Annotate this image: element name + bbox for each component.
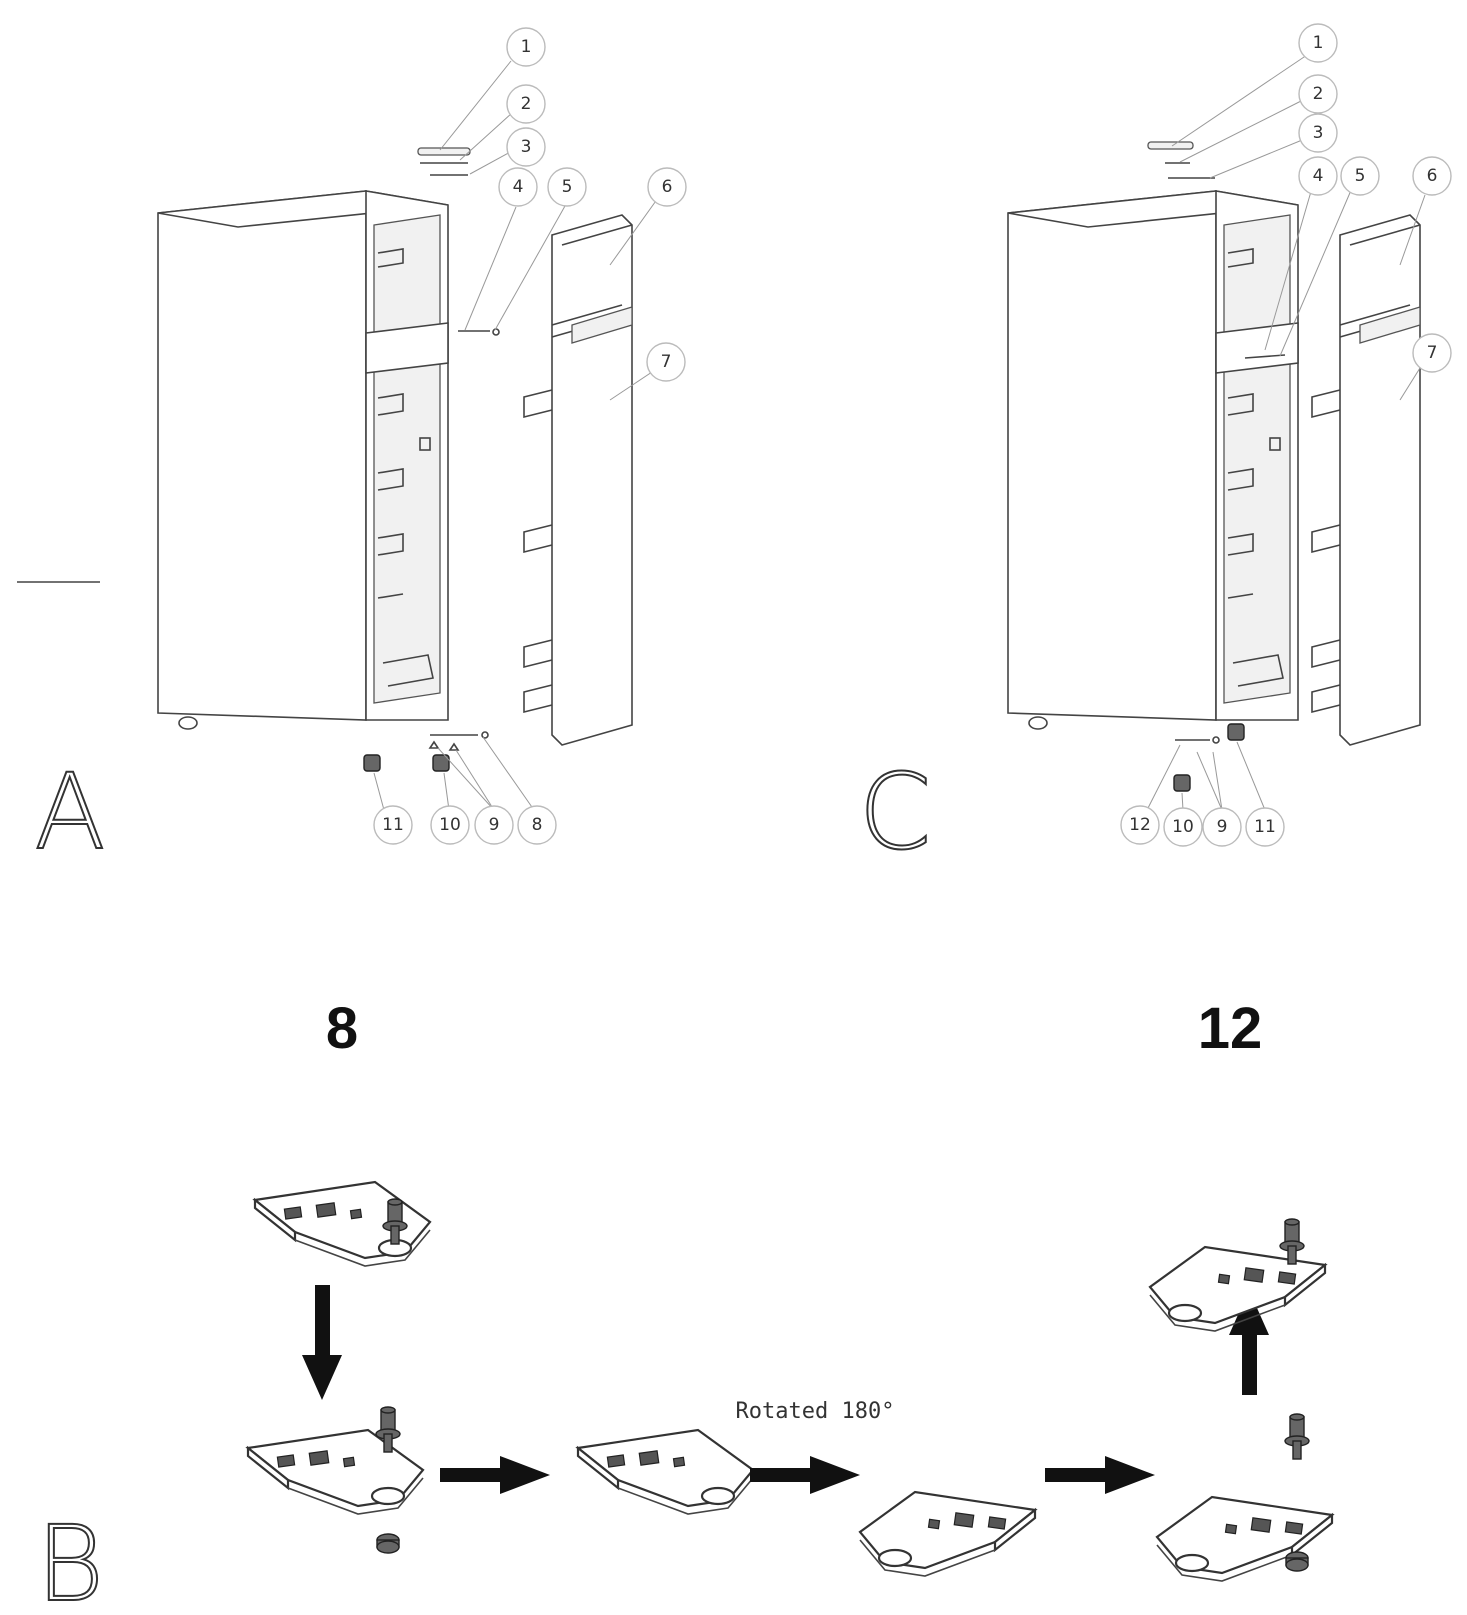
svg-text:3: 3 bbox=[1313, 123, 1324, 143]
top-parts-c bbox=[1147, 141, 1286, 792]
down-arrow bbox=[302, 1285, 342, 1400]
callout-c-6: 6 bbox=[1412, 156, 1452, 196]
figure-label-b: B bbox=[36, 1503, 104, 1615]
callout-a-2: 2 bbox=[506, 84, 546, 124]
svg-text:12: 12 bbox=[1129, 815, 1151, 835]
callout-a-7: 7 bbox=[646, 342, 686, 382]
svg-text:11: 11 bbox=[1254, 817, 1276, 837]
svg-text:6: 6 bbox=[1427, 166, 1438, 186]
hinge-pin-reinserted bbox=[1284, 1413, 1310, 1460]
diagram-a: 1 2 3 4 5 6 7 11 10 9 8 A bbox=[33, 27, 687, 874]
up-arrow bbox=[1229, 1290, 1269, 1395]
svg-text:11: 11 bbox=[382, 815, 404, 835]
callout-c-7: 7 bbox=[1412, 333, 1452, 373]
part-number-left: 8 bbox=[326, 996, 358, 1061]
fridge-door-c bbox=[1311, 214, 1421, 746]
hinge-original bbox=[253, 1180, 432, 1268]
svg-text:9: 9 bbox=[489, 815, 500, 835]
callout-a-4: 4 bbox=[498, 167, 538, 207]
fridge-body-c bbox=[1007, 190, 1299, 730]
svg-text:2: 2 bbox=[1313, 84, 1324, 104]
svg-text:2: 2 bbox=[521, 94, 532, 114]
hinge-nut bbox=[1285, 1551, 1309, 1572]
callout-c-3: 3 bbox=[1298, 113, 1338, 153]
svg-text:10: 10 bbox=[439, 815, 461, 835]
callout-c-1: 1 bbox=[1298, 23, 1338, 63]
svg-text:4: 4 bbox=[513, 177, 524, 197]
top-parts-a bbox=[363, 147, 500, 772]
callout-a-3: 3 bbox=[506, 127, 546, 167]
svg-text:9: 9 bbox=[1217, 817, 1228, 837]
svg-text:6: 6 bbox=[662, 177, 673, 197]
figure-label-a: A bbox=[34, 751, 105, 873]
svg-text:7: 7 bbox=[1427, 343, 1438, 363]
svg-text:10: 10 bbox=[1172, 817, 1194, 837]
hinge-pin-removed bbox=[246, 1406, 425, 1554]
callout-a-5: 5 bbox=[547, 167, 587, 207]
fridge-door-a bbox=[523, 214, 633, 746]
svg-text:1: 1 bbox=[1313, 33, 1324, 53]
callout-a-10: 10 bbox=[430, 805, 470, 845]
diagram-c: 1 2 3 4 5 6 7 12 10 9 11 C bbox=[858, 23, 1452, 874]
right-arrow-2 bbox=[750, 1456, 860, 1494]
callout-c-5: 5 bbox=[1340, 156, 1380, 196]
callout-c-12: 12 bbox=[1120, 805, 1160, 845]
callout-a-6: 6 bbox=[647, 167, 687, 207]
svg-text:1: 1 bbox=[521, 37, 532, 57]
part-number-right: 12 bbox=[1198, 996, 1263, 1061]
callout-a-9: 9 bbox=[474, 805, 514, 845]
diagram-b: Rotated 180° B bbox=[35, 1180, 1334, 1615]
hinge-final-pin bbox=[1279, 1218, 1305, 1265]
svg-text:7: 7 bbox=[661, 352, 672, 372]
right-arrow-1 bbox=[440, 1456, 550, 1494]
svg-text:5: 5 bbox=[562, 177, 573, 197]
callout-a-1: 1 bbox=[506, 27, 546, 67]
figure-label-c: C bbox=[859, 751, 932, 873]
callout-a-8: 8 bbox=[517, 805, 557, 845]
hinge-bare bbox=[576, 1428, 755, 1516]
callout-c-10: 10 bbox=[1163, 807, 1203, 847]
callout-c-2: 2 bbox=[1298, 74, 1338, 114]
svg-text:5: 5 bbox=[1355, 166, 1366, 186]
callout-c-4: 4 bbox=[1298, 156, 1338, 196]
hinge-rotated bbox=[858, 1490, 1037, 1578]
svg-text:8: 8 bbox=[532, 815, 543, 835]
svg-text:4: 4 bbox=[1313, 166, 1324, 186]
fridge-body-a bbox=[157, 190, 449, 730]
callout-c-11: 11 bbox=[1245, 807, 1285, 847]
svg-text:3: 3 bbox=[521, 137, 532, 157]
right-arrow-3 bbox=[1045, 1456, 1155, 1494]
callout-a-11: 11 bbox=[373, 805, 413, 845]
callout-c-9: 9 bbox=[1202, 807, 1242, 847]
rotation-label: Rotated 180° bbox=[736, 1399, 895, 1424]
